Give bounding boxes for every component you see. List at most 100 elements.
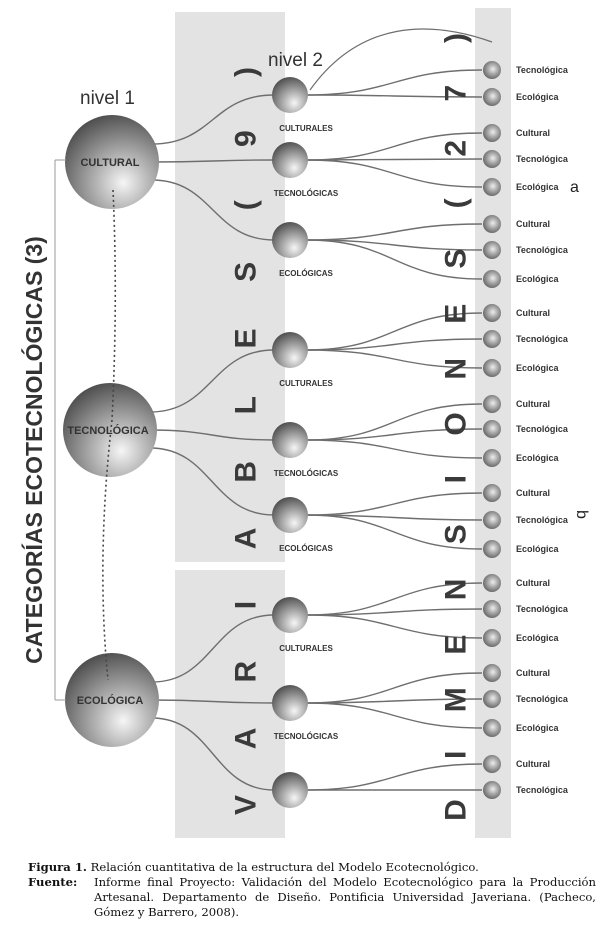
leaf-label-2-1-0: Cultural bbox=[516, 668, 550, 678]
dimensiones-letter-8: N bbox=[440, 358, 473, 380]
left-vertical-label: CATEGORÍAS ECOTECNOLÓGICAS (3) bbox=[20, 236, 47, 664]
dimensiones-letter-10: S bbox=[440, 249, 473, 269]
dimensiones-letter-9: E bbox=[440, 304, 473, 324]
dimensiones-letter-13: 7 bbox=[440, 85, 473, 102]
variables-letter-10: 9 bbox=[230, 130, 263, 147]
edge-n1-1-n2-1 bbox=[149, 429, 275, 441]
dimensiones-letter-0: D bbox=[440, 799, 473, 821]
dimensiones-letter-12: 2 bbox=[440, 140, 473, 157]
leaf-node-1-0-2 bbox=[483, 359, 501, 377]
leaf-node-0-1-1 bbox=[483, 150, 501, 168]
edge-n2-1-0-leaf-2 bbox=[305, 349, 483, 369]
nivel1-label-2: ECOLÓGICA bbox=[77, 694, 144, 707]
nivel2-label-1-1: TECNOLÓGICAS bbox=[274, 469, 339, 478]
nivel2-node-0-0 bbox=[272, 77, 308, 113]
leaf-node-0-0-0 bbox=[483, 61, 501, 79]
edge-n2-1-1-leaf-2 bbox=[305, 439, 483, 459]
nivel2-label: nivel 2 bbox=[268, 50, 323, 71]
leaf-label-2-0-1: Tecnológica bbox=[516, 604, 569, 614]
nivel1-label-0: CULTURAL bbox=[80, 157, 139, 169]
edge-n2-1-2-leaf-2 bbox=[305, 514, 483, 550]
nivel2-node-1-0 bbox=[272, 332, 308, 368]
caption-figura-key: Figura 1. bbox=[28, 860, 87, 874]
nivel2-label-1-0: CULTURALES bbox=[279, 379, 333, 388]
edge-n2-2-1-leaf-2 bbox=[305, 702, 483, 729]
variables-letter-11: ) bbox=[230, 67, 263, 77]
edge-n2-0-0-leaf-0 bbox=[305, 69, 483, 96]
leaf-node-1-2-0 bbox=[483, 484, 501, 502]
caption-figura-row: Figura 1. Relación cuantitativa de la es… bbox=[28, 860, 596, 875]
edge-n2-0-1-leaf-1 bbox=[305, 158, 483, 161]
nivel1-label-1: TECNOLÓGICA bbox=[67, 424, 148, 437]
nivel1-node-1 bbox=[63, 383, 157, 477]
edge-n1-1-n2-2 bbox=[149, 447, 275, 516]
leaf-label-2-1-2: Ecológica bbox=[516, 723, 560, 733]
leaf-label-1-2-1: Tecnológica bbox=[516, 515, 569, 525]
edge-n2-1-0-leaf-0 bbox=[305, 312, 483, 351]
edge-n1-2-n2-0 bbox=[151, 614, 275, 683]
nivel2-node-2-0 bbox=[272, 597, 308, 633]
nivel2-label-0-0: CULTURALES bbox=[279, 124, 333, 133]
leaf-label-0-2-0: Cultural bbox=[516, 219, 550, 229]
edge-n1-2-n2-2 bbox=[151, 717, 275, 791]
leaf-node-1-1-0 bbox=[483, 395, 501, 413]
leaf-label-0-2-1: Tecnológica bbox=[516, 245, 569, 255]
top-arc bbox=[309, 28, 493, 91]
caption-figura-text: Relación cuantitativa de la estructura d… bbox=[90, 860, 479, 874]
leaf-node-1-1-1 bbox=[483, 420, 501, 438]
variables-letter-1: A bbox=[230, 728, 263, 750]
leaf-node-2-2-1 bbox=[483, 781, 501, 799]
panel-0 bbox=[175, 12, 285, 562]
nivel2-label-0-1: TECNOLÓGICAS bbox=[274, 189, 339, 198]
section-mark-a: a bbox=[570, 179, 579, 196]
variables-letter-0: V bbox=[230, 795, 263, 815]
leaf-node-0-1-2 bbox=[483, 178, 501, 196]
nivel2-label-1-2: ECOLÓGICAS bbox=[279, 544, 333, 553]
dimensiones-letter-5: S bbox=[440, 524, 473, 544]
leaf-node-1-2-2 bbox=[483, 540, 501, 558]
dimensiones-letter-6: I bbox=[440, 475, 473, 483]
edge-n2-2-1-leaf-0 bbox=[305, 672, 483, 704]
edge-n2-2-1-leaf-1 bbox=[305, 698, 483, 704]
connector-curves bbox=[149, 28, 493, 791]
edge-n2-1-2-leaf-0 bbox=[305, 492, 483, 516]
nivel2-node-1-1 bbox=[272, 422, 308, 458]
edge-n2-0-1-leaf-2 bbox=[305, 159, 483, 188]
nivel2-node-0-2 bbox=[272, 222, 308, 258]
edge-n1-0-n2-0 bbox=[151, 94, 275, 145]
edge-n2-2-2-leaf-0 bbox=[305, 763, 483, 791]
nivel2-label-2-1: TECNOLÓGICAS bbox=[274, 732, 339, 741]
leaf-node-2-1-1 bbox=[483, 690, 501, 708]
nivel1-label: nivel 1 bbox=[80, 88, 135, 109]
nivel2-label-0-2: ECOLÓGICAS bbox=[279, 269, 333, 278]
leaf-label-0-1-2: Ecológica bbox=[516, 182, 560, 192]
leaf-label-0-2-2: Ecológica bbox=[516, 274, 560, 284]
edge-n2-1-1-leaf-1 bbox=[305, 428, 483, 441]
edge-n2-0-0-leaf-1 bbox=[305, 94, 483, 98]
leaf-label-0-0-0: Tecnológica bbox=[516, 65, 569, 75]
leaf-label-2-1-1: Tecnológica bbox=[516, 694, 569, 704]
leaf-label-2-2-0: Cultural bbox=[516, 759, 550, 769]
nivel1-node-0 bbox=[65, 115, 159, 209]
edge-n2-0-2-leaf-0 bbox=[305, 223, 483, 241]
leaf-label-1-1-1: Tecnológica bbox=[516, 424, 569, 434]
tree-nodes: CULTURALCULTURALESTecnológicaEcológicaTE… bbox=[63, 61, 569, 808]
leaf-node-0-2-1 bbox=[483, 241, 501, 259]
edge-n2-1-0-leaf-1 bbox=[305, 338, 483, 351]
leaf-node-1-0-1 bbox=[483, 330, 501, 348]
leaf-label-1-1-0: Cultural bbox=[516, 399, 550, 409]
variables-letter-6: L bbox=[230, 396, 263, 414]
leaf-label-1-2-2: Ecológica bbox=[516, 544, 560, 554]
leaf-node-2-1-0 bbox=[483, 664, 501, 682]
nivel2-node-2-1 bbox=[272, 685, 308, 721]
edge-n2-0-2-leaf-2 bbox=[305, 239, 483, 280]
edge-n2-2-0-leaf-1 bbox=[305, 608, 483, 616]
leaf-node-2-0-0 bbox=[483, 574, 501, 592]
leaf-label-1-0-2: Ecológica bbox=[516, 363, 560, 373]
edge-n2-0-2-leaf-1 bbox=[305, 239, 483, 251]
variables-letter-7: E bbox=[230, 329, 263, 349]
edge-n1-2-n2-1 bbox=[151, 699, 275, 704]
leaf-node-0-2-0 bbox=[483, 215, 501, 233]
dimensiones-letter-1: I bbox=[440, 751, 473, 759]
